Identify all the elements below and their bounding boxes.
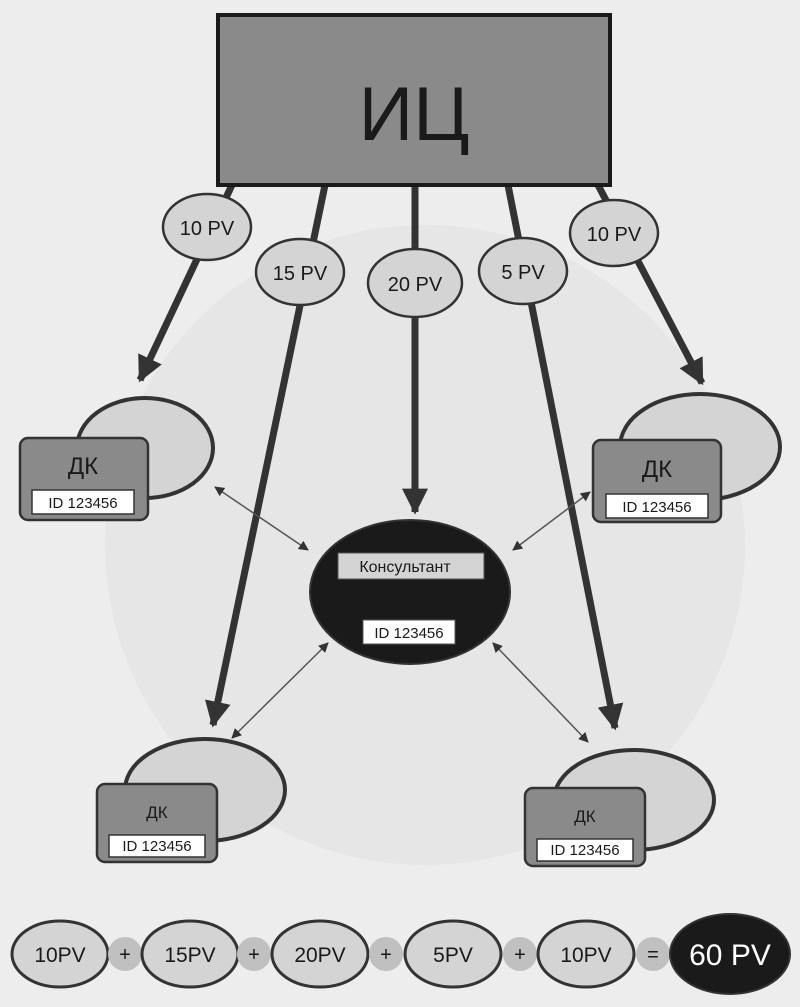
pv-labels: 10 PV 15 PV 20 PV 5 PV 10 PV — [161, 192, 660, 319]
dk-node-bottom-right: ДК ID 123456 — [523, 748, 716, 868]
dk-label: ДК — [146, 803, 168, 822]
equals-sign: = — [647, 944, 659, 966]
center-node-box — [216, 13, 612, 187]
dk-node-bottom-left: ДК ID 123456 — [95, 737, 287, 864]
dk-id: ID 123456 — [48, 495, 117, 512]
summary-term-5: 10PV — [560, 944, 611, 967]
pv-label-4: 5 PV — [477, 236, 569, 306]
summary-total: 60 PV — [689, 939, 771, 972]
dk-id: ID 123456 — [550, 842, 619, 859]
summary-term-2: 15PV — [164, 944, 215, 967]
summary-term-1: 10PV — [34, 944, 85, 967]
dk-label: ДК — [68, 453, 98, 480]
dk-node-top-left: ДК ID 123456 — [18, 396, 215, 522]
connector-top-right — [512, 491, 591, 551]
summary-term-3: 20PV — [294, 944, 345, 967]
connector-bottom-left — [231, 642, 329, 739]
dk-id: ID 123456 — [622, 499, 691, 516]
pv-label-2: 15 PV — [254, 237, 346, 307]
center-node: ИЦ — [216, 13, 612, 187]
consultant-label: Консультант — [359, 559, 451, 576]
pv-label-3: 20 PV — [366, 247, 464, 319]
flow-arrows — [136, 183, 706, 731]
pv-label-1: 10 PV — [161, 192, 253, 262]
dk-label: ДК — [642, 456, 672, 483]
plus-sign-2: + — [248, 944, 260, 966]
dk-id: ID 123456 — [122, 838, 191, 855]
connector-lines — [214, 486, 591, 743]
summary-term-4: 5PV — [433, 944, 473, 967]
center-node-label: ИЦ — [359, 72, 470, 157]
dk-label: ДК — [574, 807, 596, 826]
dk-node-top-right: ДК ID 123456 — [591, 392, 782, 524]
connector-top-left — [214, 486, 309, 551]
consultant-node: Консультант ID 123456 — [309, 519, 511, 665]
plus-sign-1: + — [119, 944, 131, 966]
pv-label-5: 10 PV — [568, 198, 660, 268]
consultant-id: ID 123456 — [374, 625, 443, 642]
plus-sign-4: + — [514, 944, 526, 966]
svg-text:10 PV: 10 PV — [180, 218, 235, 240]
summary-equation: 10PV + 15PV + 20PV + 5PV + 10PV = 60 PV — [10, 913, 791, 995]
svg-text:5 PV: 5 PV — [501, 262, 545, 284]
plus-sign-3: + — [380, 944, 392, 966]
svg-text:20 PV: 20 PV — [388, 274, 443, 296]
connector-bottom-right — [492, 642, 589, 743]
svg-text:15 PV: 15 PV — [273, 263, 328, 285]
svg-text:10 PV: 10 PV — [587, 224, 642, 246]
